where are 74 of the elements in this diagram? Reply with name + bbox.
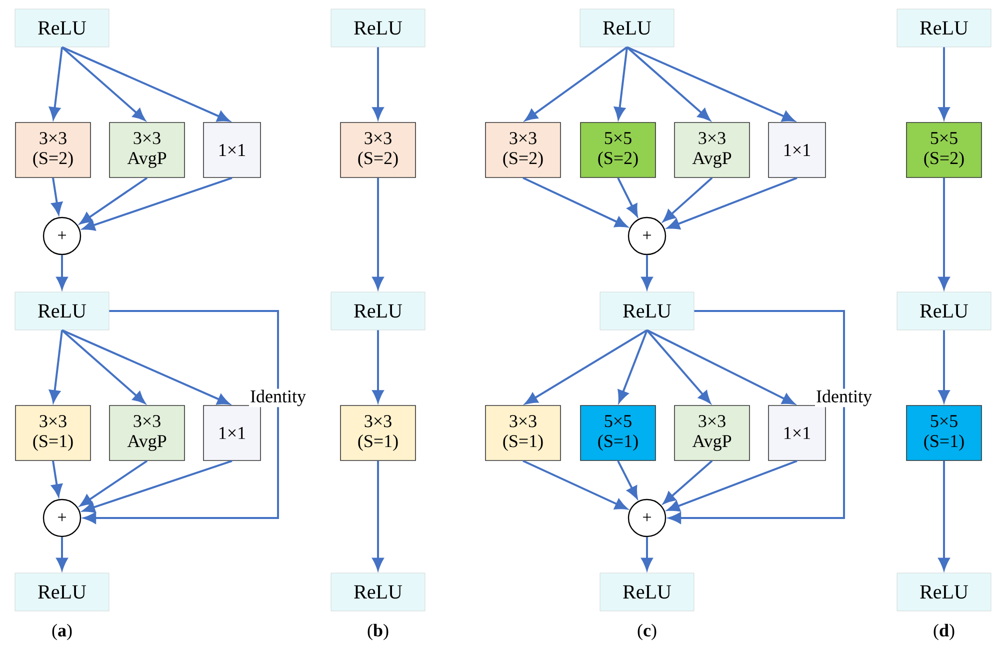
arrow [525,329,648,404]
arrow [56,537,68,570]
arrow [641,255,653,290]
arrow [372,178,384,290]
relu-box: ReLU [896,8,992,48]
arrow [49,330,63,403]
conv-box: 1×1 [203,122,261,178]
arrow [614,47,628,120]
relu-box: ReLU [14,292,110,330]
arrow [646,330,711,404]
conv-box: 3×3 (S=1) [15,405,91,461]
arrow [646,329,795,404]
arrow [667,176,798,230]
conv-box: 5×5 (S=2) [906,122,982,178]
edge-label: Identity [815,388,873,408]
arrow [938,178,950,290]
relu-box: ReLU [14,572,110,612]
conv-box: 3×3 (S=1) [340,405,416,461]
arrow [61,46,146,121]
arrow [662,177,713,222]
arrow [663,460,713,504]
arrow [82,176,232,231]
arrow [62,46,230,122]
edge-label: Identity [249,388,307,408]
pooling-box: 3×3 AvgP [674,122,750,178]
relu-box: ReLU [330,8,426,48]
relu-box: ReLU [330,572,426,612]
arrow [618,330,648,403]
arrow [80,177,148,224]
arrow [522,176,628,228]
arrow [617,460,638,499]
arrow [51,178,62,215]
conv-box: 1×1 [768,405,826,461]
arrow [372,330,384,402]
arrow [51,460,62,497]
relu-box: ReLU [330,292,426,330]
relu-box: ReLU [600,572,694,612]
pooling-box: 3×3 AvgP [674,405,750,461]
conv-box: 1×1 [768,122,826,178]
arrow [524,46,628,121]
arrow [49,47,63,120]
arrow [56,255,68,290]
arrow [80,460,148,506]
arrow [617,177,638,217]
conv-box: 5×5 (S=1) [906,405,982,461]
conv-box: 3×3 (S=1) [485,405,561,461]
relu-box: ReLU [896,292,992,330]
arrow [626,46,795,122]
arrow [62,329,230,405]
arrow [626,46,710,121]
arrow [372,460,384,570]
arrow [938,460,950,570]
arrow [667,460,798,512]
arrow [641,537,653,570]
relu-box: ReLU [600,292,694,330]
conv-box: 3×3 (S=2) [485,122,561,178]
relu-box: ReLU [580,8,674,48]
conv-box: 3×3 (S=2) [15,122,91,178]
pooling-box: 3×3 AvgP [109,122,185,178]
arrow [61,329,146,404]
arrow [82,460,232,513]
arrow [372,47,384,120]
arrow [938,47,950,120]
arrow [938,330,950,402]
arrow [668,310,845,524]
conv-box: 5×5 (S=1) [580,405,656,461]
relu-box: ReLU [896,572,992,612]
conv-box: 5×5 (S=2) [580,122,656,178]
pooling-box: 3×3 AvgP [109,405,185,461]
relu-box: ReLU [14,8,110,48]
conv-box: 3×3 (S=2) [340,122,416,178]
conv-box: 1×1 [203,405,261,461]
arrow [522,460,628,510]
arrow [84,310,279,524]
